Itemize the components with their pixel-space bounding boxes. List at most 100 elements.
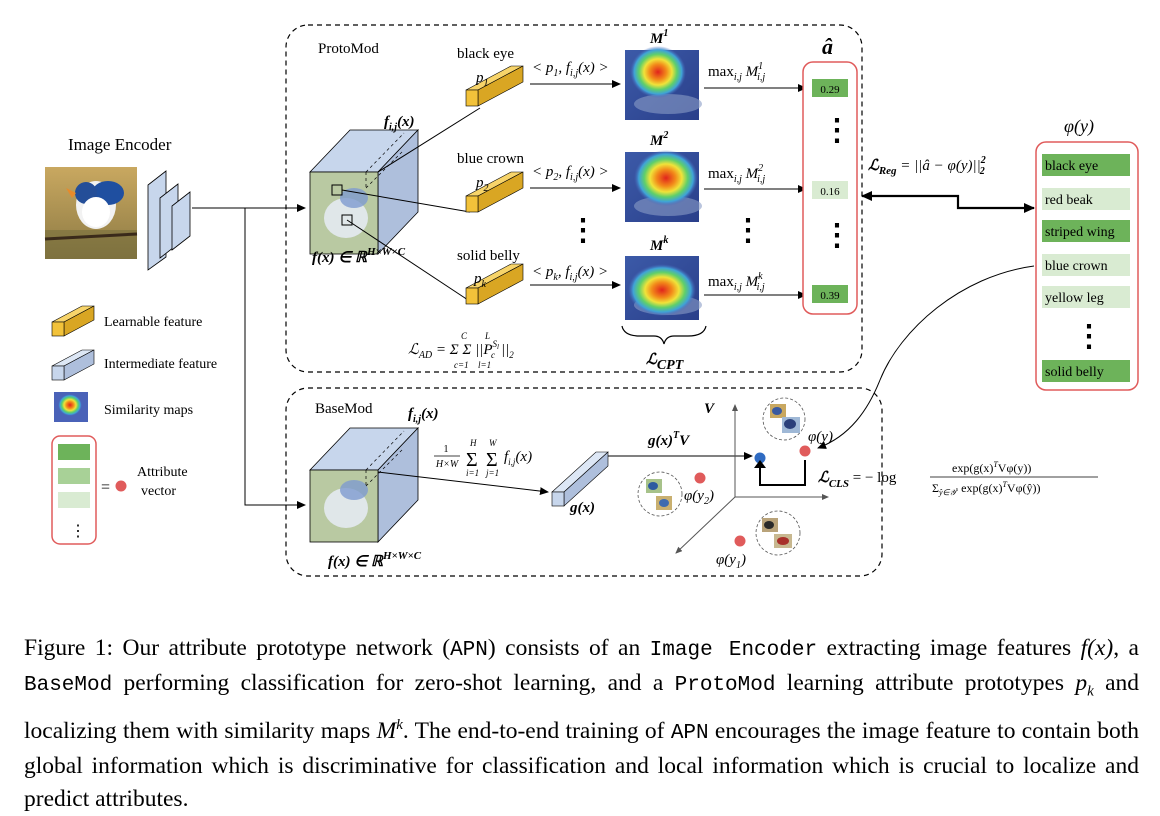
svg-text:Σŷ∈𝒴s exp(g(x)TVφ(ŷ)): Σŷ∈𝒴s exp(g(x)TVφ(ŷ)) [932, 480, 1041, 497]
svg-text:1: 1 [444, 444, 449, 455]
image-encoder-label: Image Encoder [68, 135, 172, 154]
svg-text:H×W: H×W [435, 459, 460, 470]
a-hat-dots-2: ⋮ [822, 219, 852, 252]
svg-text:red beak: red beak [1045, 193, 1093, 208]
svg-text:exp(g(x)TVφ(y)): exp(g(x)TVφ(y)) [952, 460, 1031, 475]
svg-text:blue crown: blue crown [1045, 259, 1108, 274]
prototype-pk [465, 263, 524, 305]
a-hat-label: â [822, 34, 833, 59]
cluster-phi-y [762, 397, 806, 441]
legend-intermediate: Intermediate feature [51, 349, 217, 381]
gxtv-label: g(x)TV [647, 430, 691, 449]
svg-text:0.39: 0.39 [820, 290, 840, 302]
svg-text:j=1: j=1 [485, 468, 499, 478]
phi-attr-1: black eye [1042, 154, 1130, 176]
cls-bracket-arrow [759, 460, 806, 486]
map-label-1: M1 [649, 28, 668, 47]
basemod-box [285, 387, 883, 577]
sim-expr-k: < pk, fi,j(x) > [532, 264, 608, 283]
a-hat-cell-1: 0.29 [812, 79, 848, 97]
sim-expr-1: < p1, fi,j(x) > [532, 60, 609, 79]
legend-attribute-vector: ⋮ = Attribute vector [51, 435, 188, 545]
l-ad-sum2-top: L [484, 331, 490, 341]
pk-label: pk [473, 271, 487, 290]
attr-label-2: blue crown [457, 151, 525, 167]
phi-attr-4: blue crown [1042, 254, 1130, 276]
l-reg-arrow [861, 191, 1035, 213]
protomod-label: ProtoMod [318, 41, 379, 57]
attr-label-1: black eye [457, 46, 514, 62]
svg-text:H: H [469, 438, 477, 448]
apn-architecture-diagram: ProtoMod BaseMod Image Encoder fi,j(x) f… [44, 24, 1139, 577]
svg-text:Similarity maps: Similarity maps [104, 403, 193, 418]
similarity-map-k [625, 256, 702, 320]
basemod-label: BaseMod [315, 401, 373, 417]
svg-text:Intermediate feature: Intermediate feature [104, 357, 217, 372]
phi-y-label: φ(y) [1064, 116, 1094, 137]
axis-v-label: V [704, 401, 716, 417]
prototype-p1 [465, 65, 524, 107]
cluster-phi-y2 [637, 471, 683, 517]
svg-text:yellow leg: yellow leg [1045, 291, 1104, 306]
map-label-k: Mk [649, 235, 668, 254]
protomod-box [285, 24, 863, 373]
phi-attr-3: striped wing [1042, 220, 1130, 242]
vertical-dots-prototypes: ⋮ [568, 214, 598, 247]
svg-text:Σ: Σ [486, 449, 498, 471]
gx-feature [551, 451, 609, 507]
gap-formula: 1 H×W Σ H i=1 Σ W j=1 fi,j(x) [434, 438, 532, 478]
p1-label: p1 [475, 70, 489, 89]
a-hat-cell-3: 0.39 [812, 285, 848, 303]
svg-text:solid belly: solid belly [1045, 365, 1104, 380]
svg-text:W: W [489, 438, 498, 448]
phi-attr-5: yellow leg [1042, 286, 1130, 308]
phi-attr-6: solid belly [1042, 360, 1130, 382]
legend-learnable: Learnable feature [51, 305, 202, 337]
fij-label-bottom: fi,j(x) [408, 406, 439, 425]
phi-attr-2: red beak [1042, 188, 1130, 210]
encoder-layers [147, 170, 191, 271]
svg-text:0.29: 0.29 [820, 84, 840, 96]
svg-text:0.16: 0.16 [820, 186, 840, 198]
sim-expr-2: < p2, fi,j(x) > [532, 164, 609, 183]
phi-y2-label: φ(y2) [684, 488, 714, 507]
attr-label-k: solid belly [457, 248, 520, 264]
fij-label-top: fi,j(x) [384, 114, 415, 133]
gx-point [754, 452, 766, 464]
axis-diag [675, 496, 736, 554]
svg-text:=: = [101, 479, 110, 496]
cube-to-gx-line [377, 471, 549, 496]
map-label-2: M2 [649, 130, 668, 149]
svg-text:striped wing: striped wing [1045, 225, 1115, 240]
similarity-map-1 [625, 46, 702, 120]
phi-y2-point [694, 472, 706, 484]
cube-to-pk-line [346, 219, 469, 301]
figure-caption: Figure 1: Our attribute prototype networ… [24, 635, 1139, 812]
protomod-feature-cube [309, 129, 419, 255]
svg-text:i=1: i=1 [466, 468, 479, 478]
phi-dots: ⋮ [1074, 320, 1104, 353]
svg-text:Learnable feature: Learnable feature [104, 315, 202, 330]
svg-text:⋮: ⋮ [70, 523, 86, 540]
l-ad-sum1-bot: c=1 [454, 360, 469, 370]
l-cpt-brace [621, 325, 707, 345]
svg-text:black eye: black eye [1045, 159, 1098, 174]
prototype-p2 [465, 171, 524, 213]
fx-label-bottom: f(x) ∈ ℝH×W×C [328, 550, 422, 570]
l-cls-fraction: exp(g(x)TVφ(y)) Σŷ∈𝒴s exp(g(x)TVφ(ŷ)) [930, 460, 1098, 497]
input-bird-image [44, 167, 138, 259]
cluster-phi-y1 [755, 510, 801, 556]
l-ad-sum1-top: C [461, 331, 468, 341]
phi-y1-point [734, 535, 746, 547]
phi-y1-label: φ(y1) [716, 552, 746, 571]
vertical-dots-maps: ⋮ [733, 214, 763, 247]
fx-label-top: f(x) ∈ ℝH×W×C [312, 246, 406, 266]
similarity-map-2 [625, 150, 702, 222]
cube-to-p1-line [377, 107, 481, 173]
phi-y-point-label: φ(y) [808, 429, 833, 445]
a-hat-dots-1: ⋮ [822, 114, 852, 147]
